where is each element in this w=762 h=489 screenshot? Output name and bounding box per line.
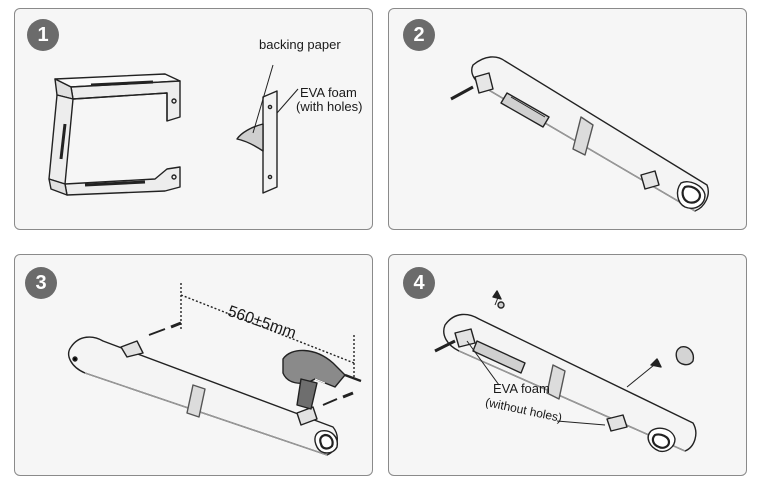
peel-arrow	[434, 339, 456, 353]
step-4-illustration	[434, 290, 697, 453]
removed-foam-pieces	[492, 290, 695, 388]
backing-paper-label: backing paper	[259, 37, 341, 52]
peel-arrow	[450, 85, 474, 101]
mounting-clips	[474, 72, 660, 190]
control-panel	[500, 92, 550, 128]
step-3-badge: 3	[25, 267, 57, 299]
step-3-illustration	[67, 283, 362, 456]
step-2-illustration	[450, 56, 709, 212]
step-3-panel: 3	[14, 254, 373, 476]
light-bar	[443, 313, 697, 453]
eva-foam-label: EVA foam	[493, 381, 550, 396]
light-bar	[471, 56, 709, 212]
eva-foam-pad	[236, 64, 299, 194]
light-bar	[67, 336, 338, 456]
eva-foam-detail-label: (with holes)	[296, 99, 363, 114]
mounting-bracket	[48, 73, 181, 196]
step-1-illustration	[48, 64, 299, 196]
step-4-badge: 4	[403, 267, 435, 299]
eva-foam-label: EVA foam	[300, 85, 357, 100]
screws	[148, 321, 354, 406]
step-2-panel: 2	[388, 8, 747, 230]
step-4-panel: 4	[388, 254, 747, 476]
step-1-badge: 1	[27, 19, 59, 51]
step-1-panel: 1	[14, 8, 373, 230]
foam-leader-lines	[466, 340, 606, 426]
drill-icon	[282, 349, 362, 410]
step-2-badge: 2	[403, 19, 435, 51]
